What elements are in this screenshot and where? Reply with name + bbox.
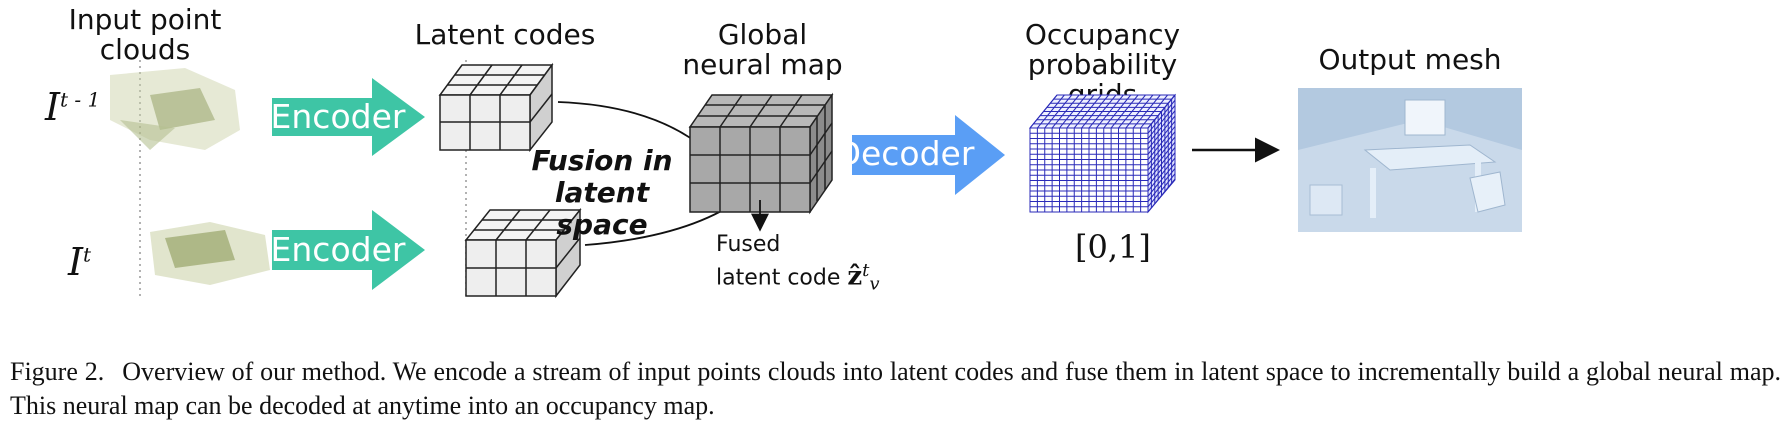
- output-mesh-label: Output mesh: [1318, 43, 1502, 76]
- caption-figure-label: Figure 2.: [10, 357, 105, 386]
- encoder-arrow-bottom: Encoder: [271, 210, 425, 290]
- method-overview-figure: Input point clouds Latent codes Global n…: [45, 3, 1522, 300]
- frame-curr-symbol: It: [68, 240, 92, 284]
- global-neural-map-label: Global neural map: [682, 18, 843, 81]
- global-neural-map-cube: [688, 92, 834, 215]
- figure-graphics: Encoder Encoder: [110, 60, 1522, 300]
- fusion-label: Fusion in latent space: [531, 144, 673, 241]
- encoder-top-label: Encoder: [271, 97, 406, 136]
- encoder-bottom-label: Encoder: [271, 230, 406, 269]
- fused-latent-code-label: Fused latent code ẑtv: [716, 232, 886, 298]
- latent-cube-bottom: [464, 207, 582, 299]
- input-point-clouds-label: Input point clouds: [68, 3, 222, 66]
- fused-line1: Fused: [716, 232, 781, 257]
- decoder-label: Decoder: [836, 134, 975, 173]
- fused-symbol: ẑ: [847, 261, 863, 292]
- occupancy-range-label: [0,1]: [1075, 228, 1151, 266]
- encoder-arrow-top: Encoder: [271, 78, 425, 156]
- occupancy-grid-lines: [1029, 94, 1176, 213]
- figure-caption: Figure 2.Overview of our method. We enco…: [10, 355, 1781, 423]
- decoder-arrow: Decoder: [836, 115, 1005, 195]
- fused-sup: t: [862, 260, 870, 281]
- output-mesh-render: [1298, 88, 1522, 232]
- latent-codes-label: Latent codes: [414, 18, 596, 51]
- frame-prev-symbol: It - 1: [45, 85, 101, 129]
- point-cloud-curr: [150, 222, 270, 285]
- point-cloud-prev: [110, 68, 240, 150]
- fused-line2: latent code ẑtv: [716, 260, 880, 295]
- fused-sub: v: [869, 273, 880, 295]
- caption-text: Overview of our method. We encode a stre…: [10, 357, 1781, 420]
- latent-cube-top: [438, 62, 554, 153]
